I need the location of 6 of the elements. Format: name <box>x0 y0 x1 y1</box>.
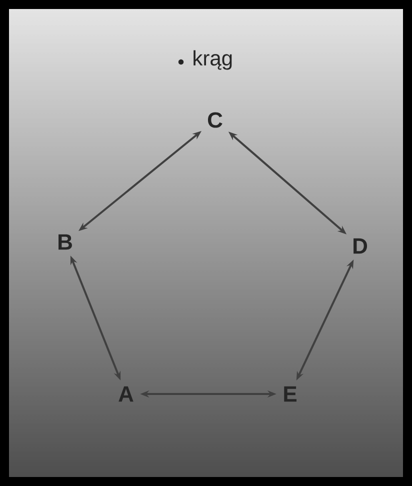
node-letter: D <box>354 238 368 254</box>
node-letter: A <box>118 386 134 402</box>
node-letter: E <box>284 386 296 402</box>
node-letter: C <box>208 112 222 128</box>
list-item: krąg <box>194 50 232 70</box>
node-letter: B <box>58 234 72 250</box>
